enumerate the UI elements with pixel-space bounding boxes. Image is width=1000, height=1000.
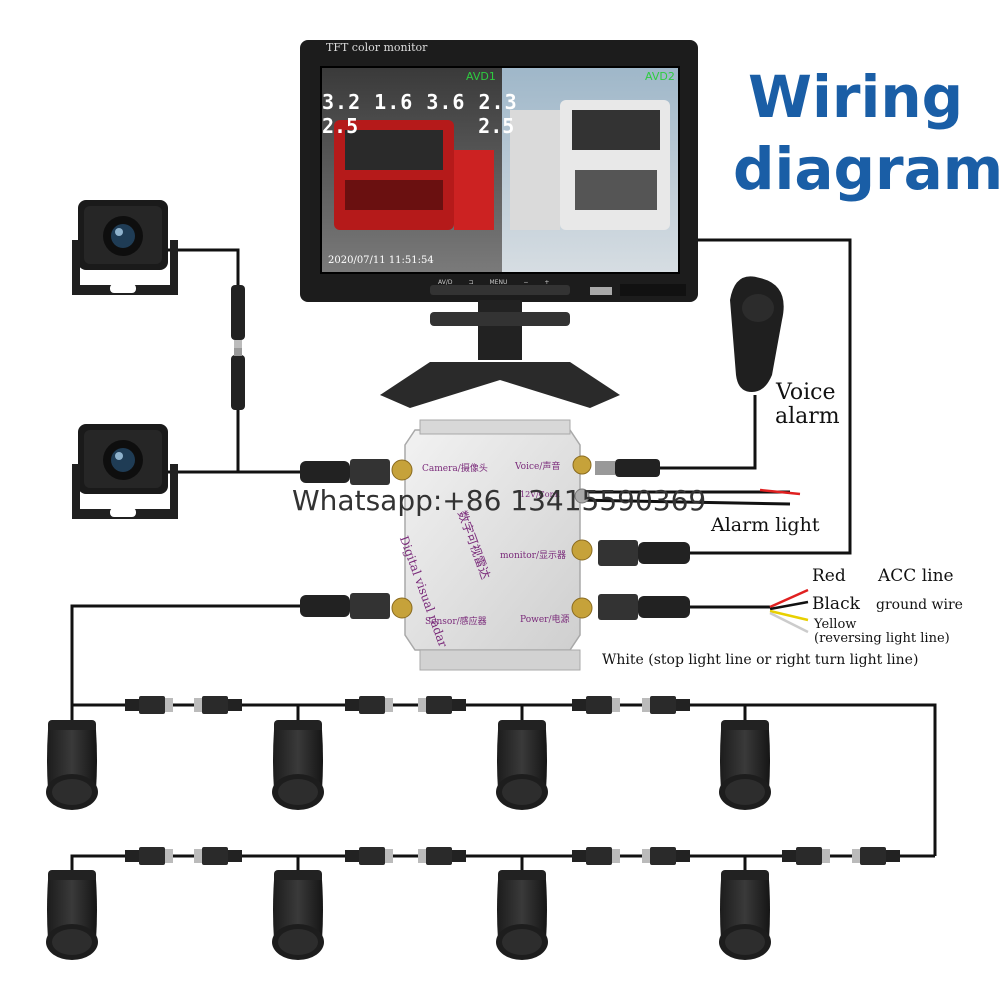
voice-alarm-label-1: Voice	[776, 380, 836, 405]
acc-line-label: ACC line	[878, 566, 954, 586]
monitor-readout-row2: 2.5 2.5	[322, 114, 515, 138]
alarm-light-label: Alarm light	[711, 514, 820, 536]
monitor-ch1: AVD1	[466, 70, 496, 83]
port-12v-label: 12V/Conn	[520, 490, 560, 499]
monitor-btn-back[interactable]: ⊐	[468, 279, 474, 286]
white-label: White (stop light line or right turn lig…	[602, 652, 919, 668]
port-camera-label: Camera/摄像头	[422, 464, 488, 474]
voice-alarm-device	[730, 276, 784, 392]
port-sensor-label: Sensor/感应器	[425, 617, 487, 627]
camera-connector	[231, 285, 245, 410]
monitor-timestamp: 2020/07/11 11:51:54	[328, 255, 434, 266]
port-voice-label: Voice/声音	[515, 462, 561, 472]
title-line-1: Wiring	[748, 63, 964, 131]
port-power-label: Power/电源	[520, 615, 570, 625]
ground-wire-label: ground wire	[876, 597, 963, 613]
monitor-btn-avd[interactable]: AV/D	[438, 279, 453, 286]
monitor-btn-menu[interactable]: MENU	[489, 279, 508, 286]
watermark-text: Whatsapp:+86 13415590369	[292, 484, 707, 517]
camera-bottom	[72, 424, 178, 519]
monitor	[300, 40, 698, 408]
control-box	[391, 419, 593, 671]
sensors-row2	[46, 870, 771, 960]
black-label: Black	[812, 594, 860, 614]
port-monitor-label: monitor/显示器	[500, 551, 566, 561]
monitor-btn-plus[interactable]: +	[544, 279, 550, 286]
camera-top	[72, 200, 178, 295]
power-wires	[759, 488, 809, 634]
title-line-2: diagram	[733, 135, 1000, 203]
red-label: Red	[812, 566, 846, 586]
voice-alarm-label-2: alarm	[775, 404, 840, 429]
monitor-btn-minus[interactable]: −	[523, 279, 529, 286]
monitor-brand: TFT color monitor	[326, 41, 428, 54]
monitor-button-labels: AV/D ⊐ MENU − +	[438, 279, 549, 286]
box-plugs	[300, 459, 690, 620]
sensors-row1	[46, 720, 771, 810]
reversing-label: (reversing light line)	[814, 631, 950, 646]
monitor-ch2: AVD2	[645, 70, 675, 83]
monitor-readout-row1: 3.2 1.6 3.6 2.3	[322, 90, 518, 114]
yellow-label: Yellow	[814, 617, 857, 632]
